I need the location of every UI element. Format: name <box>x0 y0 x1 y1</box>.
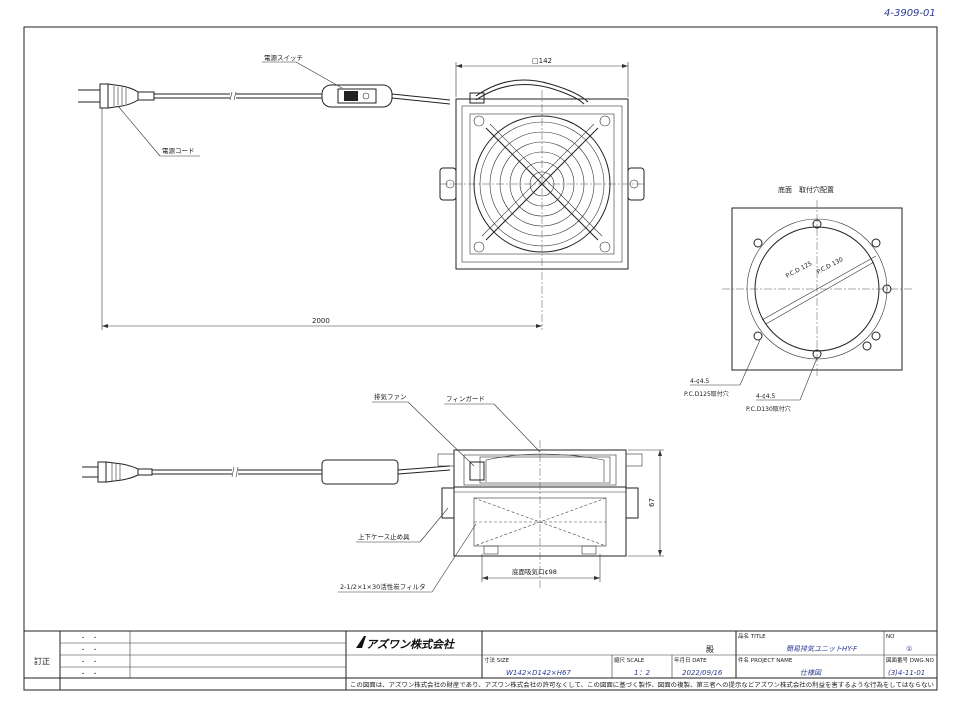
title-label: 品名 TITLE <box>738 632 766 640</box>
company-logo: アズワン株式会社 <box>356 636 456 651</box>
revision-dots-1: ・ ・ <box>80 635 98 642</box>
revision-dots-3: ・ ・ <box>80 659 98 666</box>
plug-icon <box>78 83 155 109</box>
pcd-inner-label: P.C.D 125 <box>785 260 814 280</box>
drawing-number: 4-3909-01 <box>884 8 936 19</box>
date-label: 年月日 DATE <box>674 656 707 664</box>
drawing-frame <box>23 26 938 691</box>
mount-hole-view: 底面 取付穴配置 P.C.D 125 P.C.D 130 4-¢4.5 P.C.… <box>684 185 912 413</box>
project-label: 件名 PROJECT NAME <box>738 656 793 664</box>
title-value: 簡易排気ユニットHY-F <box>786 645 858 653</box>
revision-dots-4: ・ ・ <box>80 671 98 678</box>
hole-note-2a: 4-¢4.5 <box>756 393 776 400</box>
no-label: NO <box>886 634 895 640</box>
hole-note-1b: P.C.D125取付穴 <box>684 390 729 398</box>
scale-label: 縮尺 SCALE <box>614 656 645 664</box>
scale-value: 1：2 <box>634 669 650 677</box>
suction-cup-label: 上下ケース止め具 <box>358 532 410 541</box>
no-value: ① <box>906 645 912 653</box>
dwg-value: (3)4-11-01 <box>888 669 925 677</box>
size-label: 寸法 SIZE <box>484 656 510 664</box>
company-name: アズワン株式会社 <box>366 638 456 651</box>
revision-dots-2: ・ ・ <box>80 647 98 654</box>
title-block: 訂正 ・ ・ ・ ・ ・ ・ ・ ・ アズワン株式会社 殿 品名 TITLE 簡… <box>24 630 937 690</box>
top-view: □142 2000 電源スイッチ 電源コード <box>78 53 645 330</box>
fan-label: 排気ファン <box>374 392 407 401</box>
size-value: W142×D142×H67 <box>506 669 571 677</box>
hole-note-2b: P.C.D130取付穴 <box>746 405 791 413</box>
mount-view-title: 底面 取付穴配置 <box>778 185 834 194</box>
fan-guard-label: フィンガード <box>446 394 485 403</box>
date-value: 2022/09/16 <box>682 669 723 677</box>
power-cord-label: 電源コード <box>162 146 195 155</box>
side-view: 67 底面吸気口¢98 排気ファン フィンガード 上下ケース止め具 2-1/2×… <box>82 392 664 593</box>
cord-length-dimension: 2000 <box>312 317 330 325</box>
bottom-opening-label: 底面吸気口¢98 <box>512 567 557 576</box>
hole-note-1a: 4-¢4.5 <box>690 378 710 385</box>
filter-label: 2-1/2×1×30活性炭フィルタ <box>340 582 426 591</box>
height-dimension: 67 <box>648 498 656 507</box>
pcd-outer-label: P.C.D 130 <box>816 256 845 276</box>
power-switch-label: 電源スイッチ <box>264 53 303 62</box>
footer-notice: この図面は、アズワン株式会社の財産であり、アズワン株式会社の許可なくして、この図… <box>350 681 934 689</box>
project-value: 仕様図 <box>800 669 822 677</box>
ko-label: 殿 <box>706 645 714 654</box>
power-switch-icon <box>321 84 393 108</box>
dwg-label: 図面番号 DWG.NO <box>886 657 935 664</box>
revision-label: 訂正 <box>34 656 50 666</box>
width-dimension: □142 <box>532 57 552 65</box>
